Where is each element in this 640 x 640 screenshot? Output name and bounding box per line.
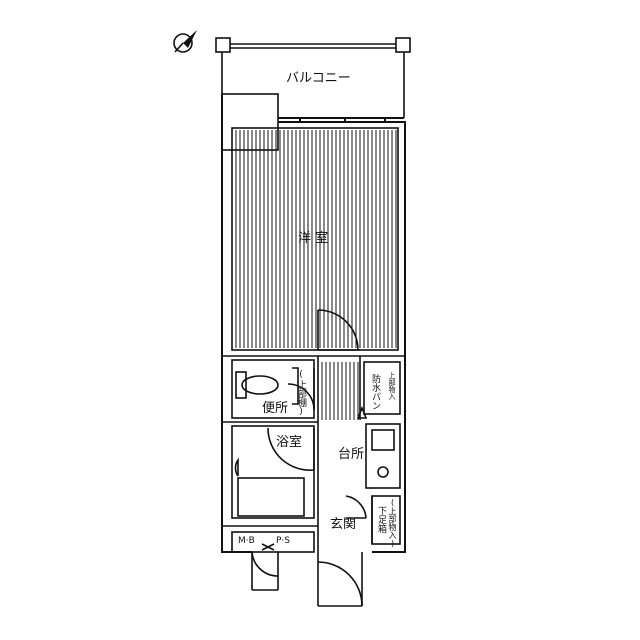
shoe-cabinet-upper-note: (上部物入): [388, 498, 397, 548]
toilet-room: [231, 359, 315, 419]
balcony-outline: [215, 37, 411, 120]
closet-block: [221, 93, 279, 151]
toilet-upper-shelf-note: (上部棚): [296, 370, 306, 417]
entrance-label: 玄関: [330, 517, 357, 532]
western-room-door: [317, 309, 360, 351]
kitchen-label: 台所: [338, 447, 365, 462]
kitchen-counter: [365, 423, 401, 489]
upper-storage-note: 上部物入: [388, 372, 396, 400]
western-room-label: 洋 室: [298, 231, 329, 246]
bathroom: [231, 425, 315, 519]
toilet-label: 便所: [262, 401, 289, 416]
western-room: [231, 127, 399, 351]
shoe-cabinet: [371, 495, 401, 545]
pipe-space-label: P·S: [276, 536, 291, 546]
meter-box: [231, 531, 315, 591]
corridor-floor: [321, 362, 359, 420]
waterproof-pan: [363, 361, 401, 415]
entrance-door: [317, 495, 367, 607]
waterproof-pan-label: 防水パン: [370, 374, 380, 410]
north-arrow-icon: [173, 30, 197, 53]
shoe-cabinet-label: 下足箱: [376, 506, 386, 533]
balcony-label: バルコニー: [286, 71, 351, 86]
interior-walls: [222, 355, 405, 552]
meter-box-label: M·B: [238, 536, 255, 546]
bathroom-label: 浴室: [276, 435, 303, 450]
